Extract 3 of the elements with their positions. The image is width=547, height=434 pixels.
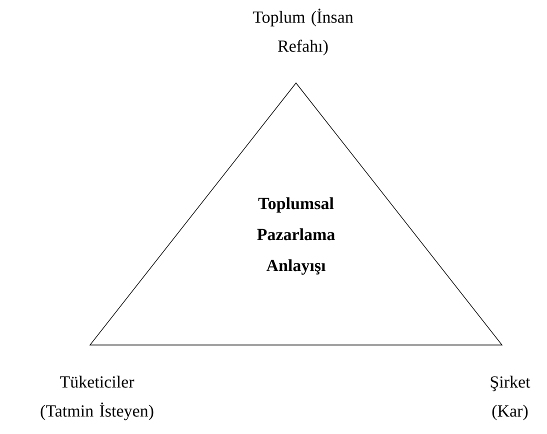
vertex-label: Toplum (İnsan Refahı) [252, 8, 354, 56]
vertex-label: Tüketiciler (Tatmin İsteyen) [40, 376, 154, 420]
vertex-label: Şirket (Kar) [490, 376, 530, 420]
